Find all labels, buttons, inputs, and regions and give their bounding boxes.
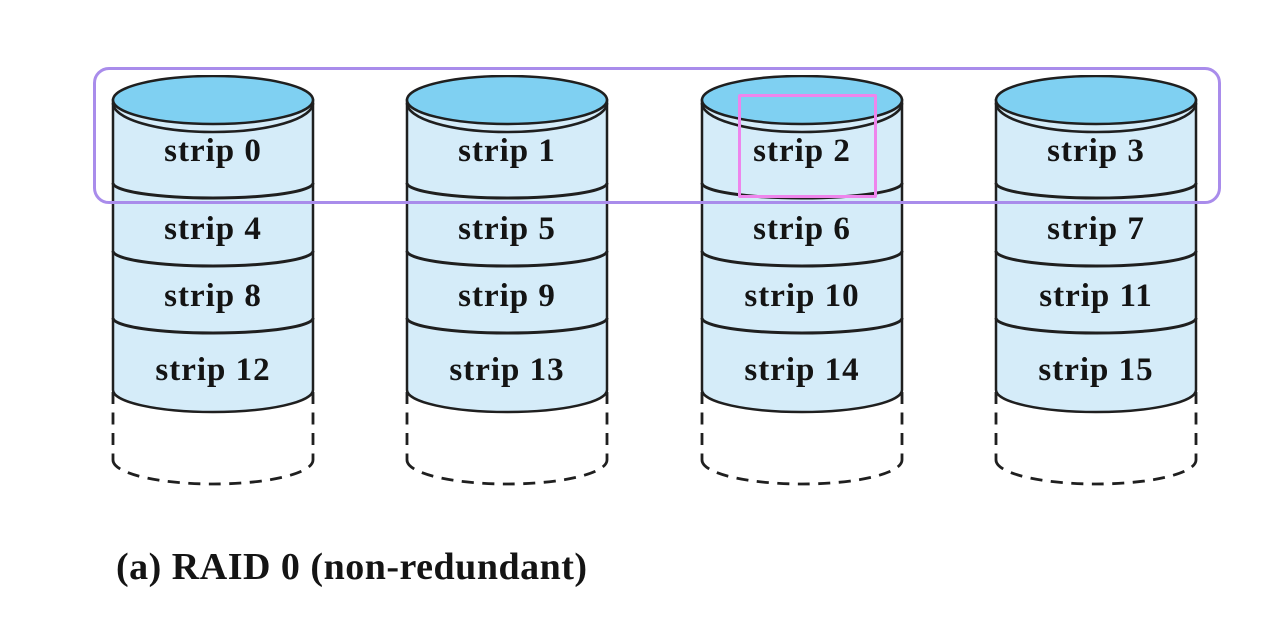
strip-label-highlighted: strip 2 bbox=[753, 133, 851, 169]
strip-label: strip 13 bbox=[449, 352, 564, 388]
strip-separator-arc bbox=[405, 250, 609, 268]
strip-label: strip 10 bbox=[744, 278, 859, 314]
figure-caption: (a) RAID 0 (non-redundant) bbox=[116, 546, 588, 588]
strip-separator-arc bbox=[700, 250, 904, 268]
strip-label: strip 14 bbox=[744, 352, 859, 388]
disk-cylinder-3: strip 2 strip 6 strip 10 strip 14 bbox=[700, 75, 904, 486]
strip-label: strip 7 bbox=[1047, 211, 1145, 247]
strip-label: strip 0 bbox=[164, 133, 262, 169]
strip-separator-arc bbox=[700, 182, 904, 200]
disk-dashed-extension bbox=[111, 392, 315, 486]
disk-cylinder-4: strip 3 strip 7 strip 11 strip 15 bbox=[994, 75, 1198, 486]
top-shadow-arc bbox=[405, 102, 609, 134]
strip-label: strip 1 bbox=[458, 133, 556, 169]
disk-cylinder-1: strip 0 strip 4 strip 8 strip 12 bbox=[111, 75, 315, 486]
disk-body bbox=[405, 98, 609, 414]
disk-cylinder-2: strip 1 strip 5 strip 9 strip 13 bbox=[405, 75, 609, 486]
strip-separator-arc bbox=[994, 182, 1198, 200]
disk-body bbox=[111, 98, 315, 414]
disk-body bbox=[994, 98, 1198, 414]
disk-top-ellipse bbox=[111, 75, 315, 126]
strip-separator-arc bbox=[700, 317, 904, 335]
strip-label: strip 11 bbox=[1039, 278, 1152, 314]
strip-2-highlight-box[interactable] bbox=[738, 94, 877, 198]
strip-separator-arc bbox=[994, 317, 1198, 335]
strip-separator-arc bbox=[111, 317, 315, 335]
top-shadow-arc bbox=[111, 102, 315, 134]
strip-label: strip 12 bbox=[155, 352, 270, 388]
strip-label: strip 9 bbox=[458, 278, 556, 314]
top-shadow-arc bbox=[700, 102, 904, 134]
disk-top-ellipse bbox=[700, 75, 904, 126]
strip-label: strip 3 bbox=[1047, 133, 1145, 169]
strip-separator-arc bbox=[405, 317, 609, 335]
disk-dashed-extension bbox=[700, 392, 904, 486]
strip-label: strip 15 bbox=[1038, 352, 1153, 388]
disk-dashed-extension bbox=[405, 392, 609, 486]
disk-top-ellipse bbox=[994, 75, 1198, 126]
strip-label: strip 8 bbox=[164, 278, 262, 314]
disk-body bbox=[700, 98, 904, 414]
top-shadow-arc bbox=[994, 102, 1198, 134]
disk-dashed-extension bbox=[994, 392, 1198, 486]
stripe-row-highlight-box bbox=[93, 67, 1221, 204]
strip-separator-arc bbox=[111, 250, 315, 268]
strip-label: strip 6 bbox=[753, 211, 851, 247]
strip-separator-arc bbox=[405, 182, 609, 200]
disk-top-ellipse bbox=[405, 75, 609, 126]
strip-label: strip 4 bbox=[164, 211, 262, 247]
strip-separator-arc bbox=[111, 182, 315, 200]
strip-separator-arc bbox=[994, 250, 1198, 268]
strip-label: strip 5 bbox=[458, 211, 556, 247]
